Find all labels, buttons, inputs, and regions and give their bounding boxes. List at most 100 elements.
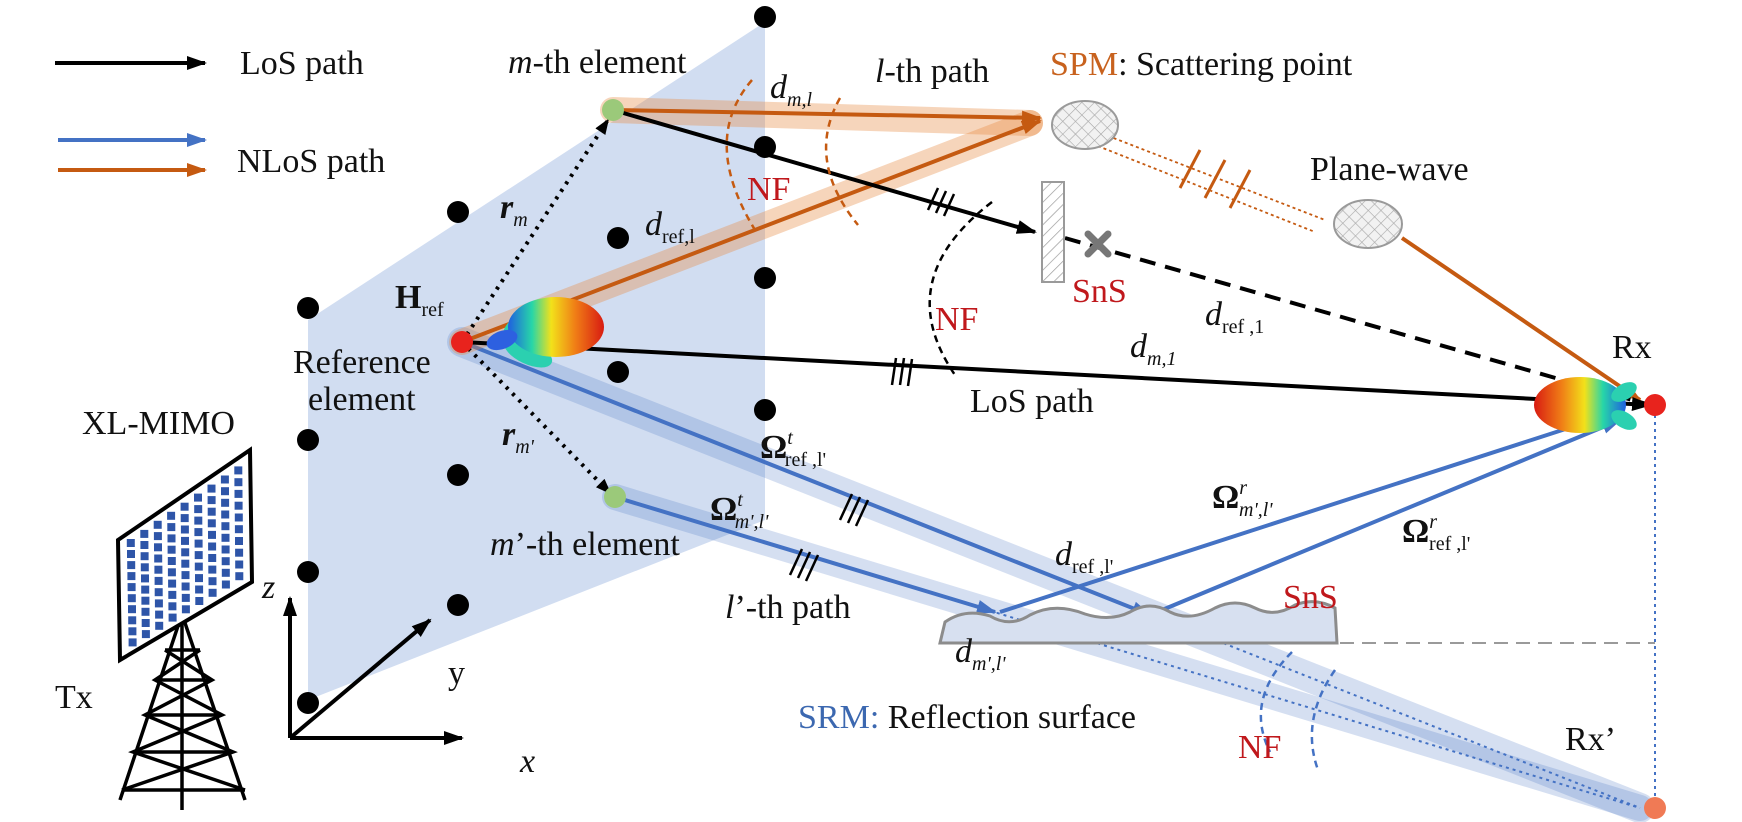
- antenna-element: [207, 519, 216, 528]
- rx-prime-dot: [1644, 797, 1666, 819]
- d-mlp-label: dm',l': [955, 633, 1006, 675]
- l-prime-path-label: l’-th path: [725, 589, 851, 626]
- path-tick-marks: [788, 187, 956, 582]
- antenna-element: [208, 577, 217, 586]
- antenna-element: [153, 532, 162, 541]
- antenna-element: [128, 605, 136, 614]
- nf-label-mid: NF: [935, 301, 978, 338]
- antenna-element: [153, 520, 162, 529]
- m-prime-element-dot: [604, 486, 626, 508]
- antenna-element: [208, 530, 216, 539]
- antenna-element: [141, 630, 150, 639]
- antenna-element: [181, 582, 190, 591]
- rx-label: Rx: [1612, 329, 1652, 366]
- los-paths: [460, 108, 1652, 495]
- reference-element-dot: [451, 331, 473, 353]
- axes: [283, 596, 464, 745]
- antenna-element: [221, 568, 230, 577]
- antenna-element: [221, 545, 230, 554]
- antenna-element: [140, 529, 149, 538]
- spm-label: SPM: Scattering point: [1050, 46, 1353, 83]
- antenna-element: [167, 568, 176, 577]
- sns-label-top: SnS: [1072, 273, 1127, 310]
- antenna-element: [221, 522, 230, 531]
- d-refl-label: dref,l: [645, 206, 695, 248]
- antenna-element: [221, 533, 230, 542]
- antenna-element: [221, 498, 230, 507]
- sns-label-bottom: SnS: [1283, 579, 1338, 616]
- antenna-element: [194, 516, 203, 525]
- antenna-element: [140, 552, 149, 561]
- h-ref-label: Href: [395, 279, 444, 321]
- antenna-element: [208, 554, 217, 562]
- antenna-element: [235, 537, 243, 545]
- srm-label: SRM: Reflection surface: [798, 699, 1136, 736]
- antenna-element: [140, 563, 149, 572]
- antenna-element: [127, 561, 136, 570]
- antenna-element: [168, 613, 177, 622]
- antenna-element: [167, 557, 176, 565]
- antenna-element: [127, 550, 135, 558]
- m-prime-element-label: m’-th element: [490, 526, 680, 563]
- antenna-element: [220, 475, 229, 484]
- antenna-element: [141, 619, 150, 627]
- xl-mimo-label: XL-MIMO: [82, 405, 235, 442]
- antenna-element: [141, 574, 149, 583]
- antenna-element: [221, 557, 230, 566]
- rx-beam-pattern: [1534, 377, 1637, 433]
- antenna-element: [194, 493, 202, 502]
- antenna-element: [127, 594, 136, 603]
- los-blocker-obstacle: [1041, 181, 1065, 283]
- antenna-element: [154, 599, 163, 608]
- m-th-element-dot: [602, 99, 624, 121]
- antenna-element: [207, 496, 216, 505]
- antenna-element: [155, 621, 164, 630]
- legend-nlos-label: NLoS path: [237, 143, 385, 180]
- antenna-element: [234, 466, 243, 475]
- antenna-element: [221, 580, 230, 589]
- near-field-arcs: [725, 79, 1337, 771]
- reflection-surface: [938, 600, 1339, 645]
- antenna-element: [235, 548, 244, 557]
- antenna-element: [208, 565, 217, 574]
- plane-wave-label: Plane-wave: [1310, 151, 1469, 188]
- antenna-element: [168, 579, 177, 588]
- antenna-element: [154, 588, 163, 597]
- antenna-element: [180, 502, 189, 511]
- legend-los-label: LoS path: [240, 45, 364, 82]
- d-ref1-label: dref ,1: [1205, 296, 1264, 338]
- antenna-element: [235, 560, 244, 569]
- tx-tower: [118, 619, 247, 810]
- antenna-element: [234, 489, 243, 498]
- antenna-element: [140, 541, 149, 549]
- srm-beams: [447, 327, 1655, 822]
- antenna-element: [127, 572, 136, 581]
- l-th-path-label: l-th path: [875, 53, 989, 90]
- reference-label: Reference: [293, 344, 431, 381]
- nf-label-top: NF: [747, 171, 790, 208]
- d-ml-label: dm,l: [770, 69, 812, 111]
- antenna-element: [128, 638, 137, 647]
- scattering-point-planewave: [1333, 199, 1403, 249]
- axis-z-label: z: [261, 569, 275, 606]
- antenna-element: [234, 478, 243, 487]
- axis-y-label: y: [448, 655, 465, 692]
- antenna-element: [126, 539, 135, 547]
- antenna-element: [154, 576, 163, 585]
- element-label: element: [308, 381, 416, 418]
- antenna-element: [208, 588, 217, 597]
- antenna-element: [180, 525, 189, 534]
- antenna-element: [195, 585, 204, 594]
- antenna-element: [155, 610, 164, 619]
- antenna-element: [207, 484, 216, 493]
- scattering-point-spm: [1051, 100, 1119, 150]
- antenna-element: [154, 554, 163, 563]
- d-reflp-label: dref ,l': [1055, 536, 1113, 578]
- antenna-element: [181, 548, 190, 557]
- antenna-element: [167, 523, 176, 532]
- antenna-element: [194, 551, 203, 560]
